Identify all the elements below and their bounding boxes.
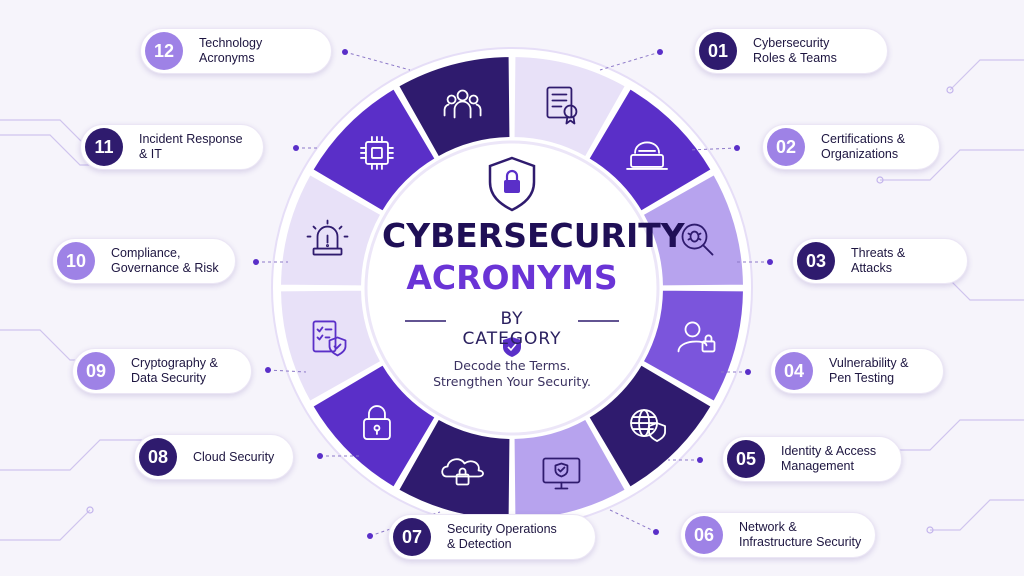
hub-title-line2: ACRONYMS [406, 258, 618, 297]
circuit-trace [890, 419, 1024, 451]
globe-shield-icon [630, 409, 666, 442]
category-label: Incident Response & IT [139, 132, 243, 161]
category-number-badge: 03 [797, 242, 835, 280]
category-label: Certifications & Organizations [821, 132, 906, 161]
chip-icon [360, 136, 394, 170]
circuit-trace [0, 509, 91, 541]
connector-02 [689, 147, 738, 151]
wheel-segment-02 [512, 55, 628, 159]
category-card-03: 03 Threats & Attacks [792, 238, 968, 284]
category-label: Security Operations & Detection [447, 522, 557, 551]
wheel-segment-11 [279, 172, 383, 288]
connector-dot-03 [767, 259, 773, 265]
circuit-trace [0, 439, 150, 471]
connector-dot-05 [697, 457, 703, 463]
connector-dot-04 [745, 369, 751, 375]
category-number-badge: 10 [57, 242, 95, 280]
monitor-shield-icon [542, 457, 581, 490]
hub-subtitle: BY CATEGORY [462, 309, 562, 349]
circuit-node [86, 506, 94, 514]
connector-dot-10 [253, 259, 259, 265]
circuit-node [876, 176, 884, 184]
user-lock-icon [677, 321, 716, 353]
certificate-icon [546, 86, 578, 125]
checklist-shield-icon [312, 320, 347, 357]
cloud-lock-icon [441, 458, 484, 486]
connector-dot-06 [653, 529, 659, 535]
category-card-10: 10 Compliance, Governance & Risk [52, 238, 236, 284]
connector-dot-09 [265, 367, 271, 373]
category-card-04: 04 Vulnerability & Pen Testing [770, 348, 944, 394]
category-number-badge: 07 [393, 518, 431, 556]
connector-dot-11 [293, 145, 299, 151]
circuit-node [926, 526, 934, 534]
category-number-badge: 11 [85, 128, 123, 166]
category-card-05: 05 Identity & Access Management [722, 436, 902, 482]
connector-dot-07 [367, 533, 373, 539]
category-number-badge: 08 [139, 438, 177, 476]
wheel-segment-10 [279, 288, 383, 404]
alarm-icon [306, 219, 349, 256]
circuit-trace [949, 59, 1024, 91]
connector-dot-12 [342, 49, 348, 55]
category-number-badge: 05 [727, 440, 765, 478]
category-card-07: 07 Security Operations & Detection [388, 514, 596, 560]
category-card-06: 06 Network & Infrastructure Security [680, 512, 876, 558]
hub-tagline: Decode the Terms. Strengthen Your Securi… [433, 358, 591, 389]
category-card-02: 02 Certifications & Organizations [762, 124, 940, 170]
team-icon [443, 89, 482, 119]
category-card-09: 09 Cryptography & Data Security [72, 348, 252, 394]
wheel-segment-03 [586, 86, 714, 214]
connector-dot-02 [734, 145, 740, 151]
category-label: Compliance, Governance & Risk [111, 246, 219, 275]
hub-circle [364, 140, 660, 436]
category-number-badge: 04 [775, 352, 813, 390]
category-number-badge: 01 [699, 32, 737, 70]
connector-09 [267, 369, 307, 373]
padlock-icon [363, 405, 391, 440]
connector-01 [599, 51, 661, 71]
category-label: Vulnerability & Pen Testing [829, 356, 909, 385]
circuit-trace [880, 149, 1024, 181]
category-number-badge: 12 [145, 32, 183, 70]
wheel-segment-05 [641, 288, 745, 404]
circuit-trace [930, 499, 1024, 531]
bug-search-icon [681, 223, 714, 256]
connector-12 [344, 51, 411, 71]
connector-dot-08 [317, 453, 323, 459]
category-label: Cybersecurity Roles & Teams [753, 36, 837, 65]
wheel-segment-04 [641, 172, 745, 288]
category-card-11: 11 Incident Response & IT [80, 124, 264, 170]
category-card-01: 01 Cybersecurity Roles & Teams [694, 28, 888, 74]
hub-title-line1: CYBERSECURITY [382, 216, 685, 255]
connector-dot-01 [657, 49, 663, 55]
category-label: Technology Acronyms [199, 36, 263, 65]
circuit-node [946, 86, 954, 94]
connector-06 [609, 509, 657, 533]
check-shield-icon [503, 337, 521, 357]
category-card-12: 12 Technology Acronyms [140, 28, 332, 74]
category-number-badge: 09 [77, 352, 115, 390]
category-label: Network & Infrastructure Security [739, 520, 862, 549]
category-label: Cryptography & Data Security [131, 356, 218, 385]
shield-lock-icon [488, 156, 536, 212]
category-card-08: 08 Cloud Security [134, 434, 294, 480]
category-label: Identity & Access Management [781, 444, 877, 473]
category-number-badge: 02 [767, 128, 805, 166]
wheel-segment-12 [310, 86, 438, 214]
wheel-segment-09 [310, 362, 438, 490]
category-number-badge: 06 [685, 516, 723, 554]
category-label: Threats & Attacks [851, 246, 906, 275]
category-label: Cloud Security [193, 450, 275, 464]
hacker-icon [626, 141, 668, 170]
